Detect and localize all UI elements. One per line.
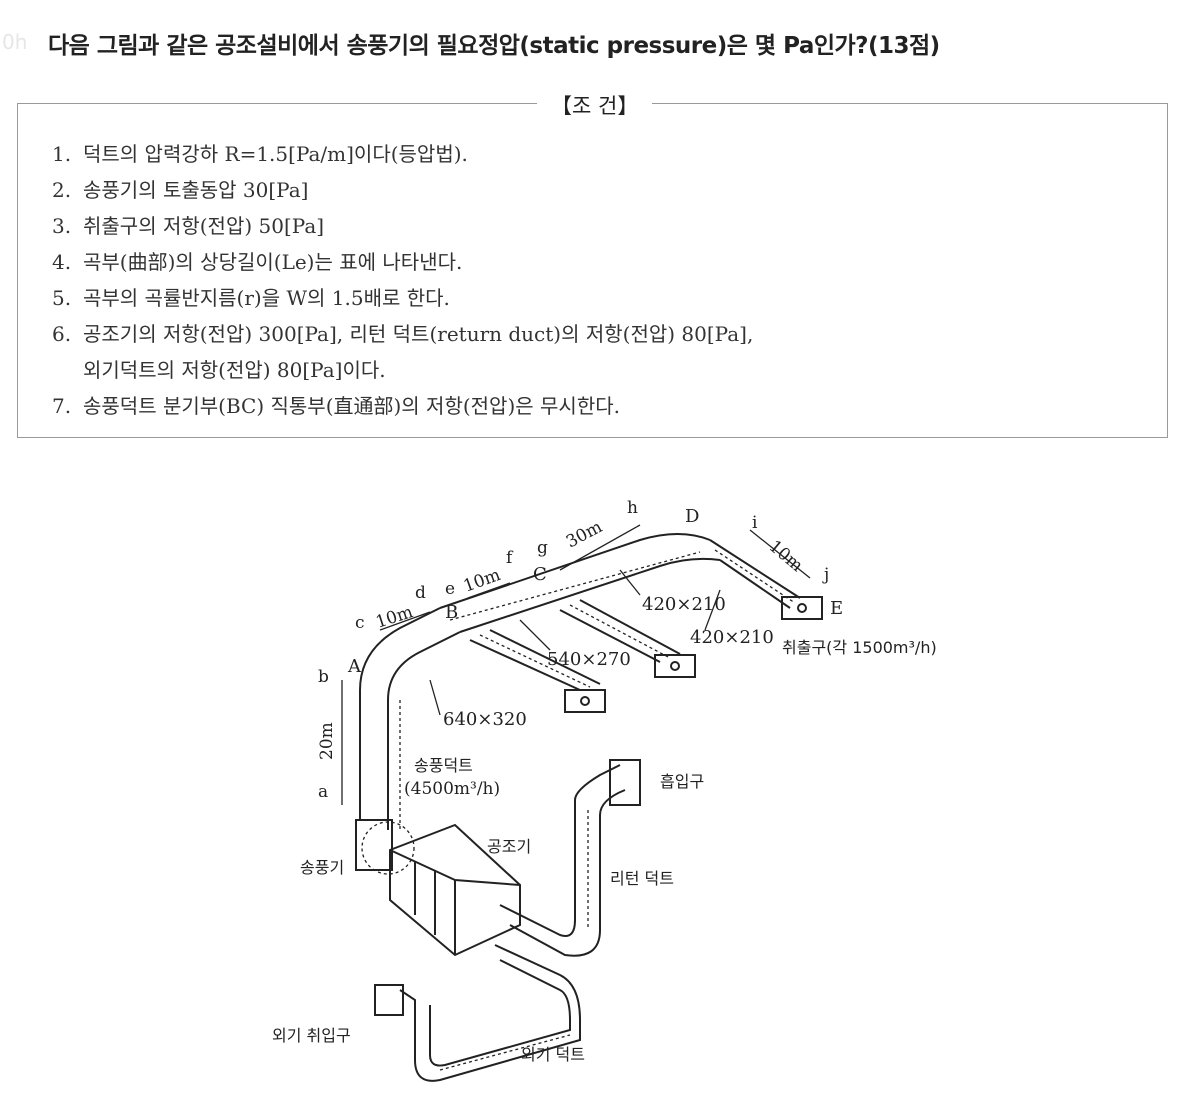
- point-label-h: h: [627, 498, 638, 518]
- point-label-e: e: [445, 579, 455, 599]
- point-label-d: d: [415, 583, 426, 603]
- node-label-e: E: [830, 598, 843, 619]
- watermark-text: 0h: [2, 30, 28, 54]
- dim-label-gh: 30m: [563, 517, 606, 552]
- supply-riser-duct: [359, 607, 441, 820]
- main-trunk-duct: [439, 533, 711, 609]
- dim-label-cd: 10m: [373, 602, 415, 633]
- condition-text: 송풍기의 토출동압 30[Pa]: [83, 178, 309, 202]
- intake-box: [609, 759, 641, 806]
- ahu-label: 공조기: [487, 837, 531, 856]
- node-label-c: C: [533, 564, 547, 585]
- intake-label: 흡입구: [660, 772, 704, 791]
- node-label-b: B: [445, 602, 458, 623]
- oa-intake-label: 외기 취입구: [272, 1026, 351, 1045]
- return-duct: [499, 764, 621, 937]
- end-branch-duct: [709, 539, 801, 599]
- condition-item: 2. 송풍기의 토출동압 30[Pa]: [52, 172, 753, 208]
- condition-number: 7.: [52, 394, 72, 418]
- ahu-box: [389, 823, 521, 957]
- point-label-f: f: [506, 548, 514, 568]
- condition-item: 5. 곡부의 곡률반지름(r)을 W의 1.5배로 한다.: [52, 280, 753, 316]
- branch-duct-c: [559, 609, 661, 663]
- size-label-cd: 420×210: [642, 594, 726, 615]
- conditions-title: 【조 건】: [537, 90, 653, 120]
- return-duct-label: 리턴 덕트: [610, 869, 674, 888]
- fan-circle: [361, 821, 415, 875]
- condition-text: 덕트의 압력강하 R=1.5[Pa/m]이다(등압법).: [83, 142, 468, 166]
- condition-item: 1. 덕트의 압력강하 R=1.5[Pa/m]이다(등압법).: [52, 136, 753, 172]
- conditions-list: 1. 덕트의 압력강하 R=1.5[Pa/m]이다(등압법). 2. 송풍기의 토출…: [52, 136, 753, 424]
- oa-duct-label: 외기 덕트: [521, 1045, 585, 1064]
- condition-text: 공조기의 저항(전압) 300[Pa], 리턴 덕트(return duct)의…: [83, 322, 754, 346]
- fan-box: [355, 819, 393, 871]
- branch-duct-b: [469, 639, 581, 691]
- condition-item: 4. 곡부(曲部)의 상당길이(Le)는 표에 나타낸다.: [52, 244, 753, 280]
- oa-intake-box: [374, 984, 404, 1016]
- duct-system-diagram: a b c d e f g h i j A B C D E 20m 10m 10…: [272, 498, 937, 1082]
- condition-text: 곡부(曲部)의 상당길이(Le)는 표에 나타낸다.: [83, 250, 463, 274]
- point-label-j: j: [822, 565, 829, 585]
- size-label-main: 640×320: [443, 709, 527, 730]
- outlet-box-b: [564, 689, 606, 713]
- condition-item: 6. 공조기의 저항(전압) 300[Pa], 리턴 덕트(return duct…: [52, 316, 753, 352]
- question-title: 다음 그림과 같은 공조설비에서 송풍기의 필요정압(static pressu…: [48, 33, 940, 59]
- oa-duct: [399, 944, 581, 1082]
- condition-number: 5.: [52, 286, 72, 310]
- fan-label: 송풍기: [300, 858, 344, 877]
- condition-text: 송풍덕트 분기부(BC) 직통부(直通部)의 저항(전압)은 무시한다.: [83, 394, 620, 418]
- dim-label-ef: 10m: [461, 565, 503, 597]
- supply-duct-label: 송풍덕트: [414, 756, 473, 775]
- outlet-box-c: [654, 654, 696, 678]
- supply-flow-label: (4500m³/h): [404, 779, 500, 799]
- node-label-a: A: [347, 656, 362, 677]
- condition-number: 6.: [52, 322, 72, 346]
- outlet-label: 취출구(각 1500m³/h): [782, 638, 937, 657]
- condition-item-continued: 외기덕트의 저항(전압) 80[Pa]이다.: [52, 352, 753, 388]
- point-label-i: i: [752, 513, 758, 533]
- point-label-c: c: [355, 613, 365, 633]
- condition-text: 취출구의 저항(전압) 50[Pa]: [83, 214, 325, 238]
- condition-item: 7. 송풍덕트 분기부(BC) 직통부(直通部)의 저항(전압)은 무시한다.: [52, 388, 753, 424]
- condition-text: 외기덕트의 저항(전압) 80[Pa]이다.: [83, 358, 386, 382]
- condition-item: 3. 취출구의 저항(전압) 50[Pa]: [52, 208, 753, 244]
- condition-number: 4.: [52, 250, 72, 274]
- condition-number: 1.: [52, 142, 72, 166]
- node-label-d: D: [685, 506, 699, 527]
- size-label-branch: 420×210: [690, 627, 774, 648]
- outlet-box-e: [781, 596, 823, 620]
- condition-text: 곡부의 곡률반지름(r)을 W의 1.5배로 한다.: [83, 286, 450, 310]
- supply-riser-duct-inner: [387, 631, 461, 830]
- point-label-b: b: [318, 667, 329, 687]
- dim-label-ab: 20m: [317, 722, 337, 760]
- size-label-bc: 540×270: [547, 649, 631, 670]
- point-label-a: a: [318, 782, 328, 802]
- main-trunk-duct-lower: [459, 557, 721, 633]
- point-label-g: g: [537, 538, 548, 558]
- condition-number: 2.: [52, 178, 72, 202]
- condition-number: 3.: [52, 214, 72, 238]
